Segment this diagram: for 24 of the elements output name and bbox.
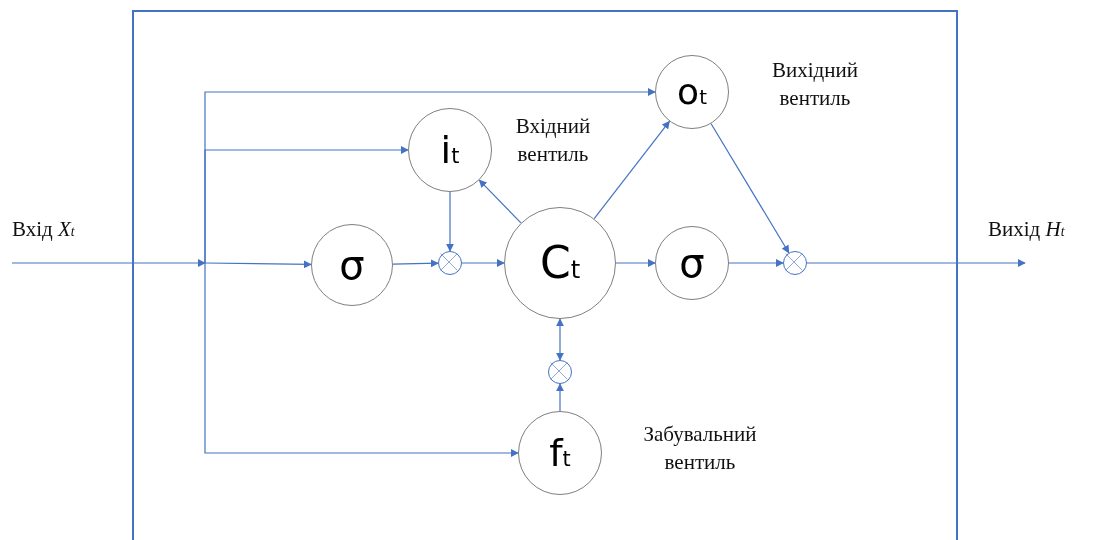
gate-caption: Забувальний вентиль xyxy=(642,421,758,477)
arrow xyxy=(556,318,564,361)
arrow xyxy=(615,259,656,267)
gate-symbol: σ xyxy=(339,245,365,285)
arrow xyxy=(461,259,505,267)
arrow xyxy=(593,120,670,220)
arrow xyxy=(204,262,519,457)
multiply-circle xyxy=(438,251,462,275)
arrow xyxy=(11,259,206,267)
gate-caption: Вхідний вентиль xyxy=(514,113,592,169)
arrow xyxy=(728,259,784,267)
cell-frame xyxy=(132,10,958,540)
multiply-circle xyxy=(548,360,572,384)
arrow xyxy=(446,191,454,252)
arrow xyxy=(392,259,439,268)
arrow xyxy=(556,383,564,412)
arrow xyxy=(478,179,522,224)
gate-caption: Вихідний вентиль xyxy=(771,57,859,113)
multiply-circle xyxy=(783,251,807,275)
arrow xyxy=(204,88,656,264)
arrow xyxy=(710,123,790,254)
gate-symbol: σ xyxy=(679,243,705,283)
arrow xyxy=(806,259,1026,267)
arrow xyxy=(204,260,312,269)
